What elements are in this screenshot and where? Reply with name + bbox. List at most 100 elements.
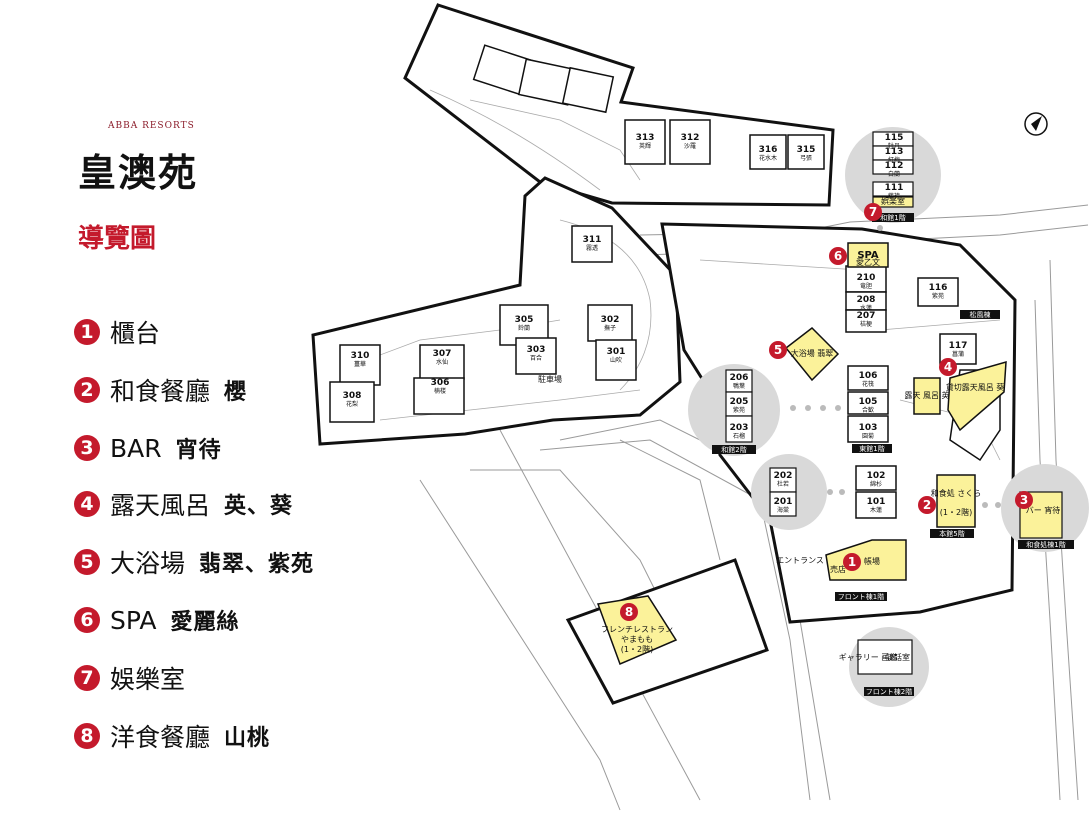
marker-6[interactable]: 6: [829, 247, 847, 265]
floor-tag-f2: 和館2階: [721, 445, 746, 454]
room-number[interactable]: 207: [857, 311, 876, 321]
room-number[interactable]: 206: [730, 373, 749, 383]
room-number[interactable]: 308: [343, 391, 362, 401]
page-title: 導覽圖: [78, 224, 157, 254]
french-building: [596, 595, 678, 666]
room-number[interactable]: 203: [730, 423, 749, 433]
lounge-label: 談話室: [886, 652, 910, 662]
room-name: 菖蒲: [952, 350, 964, 358]
french-sub-label: (1・2階): [621, 644, 653, 654]
legend-label: BAR: [110, 433, 162, 463]
room-number[interactable]: 313: [636, 133, 655, 143]
room-number[interactable]: 306: [431, 378, 450, 388]
legend-label: 洋食餐廳: [110, 723, 211, 752]
room-name: 紫苑: [932, 292, 944, 300]
svg-text:7: 7: [869, 205, 877, 219]
floor-tag-front1: フロント棟1階: [838, 592, 884, 601]
svg-text:4: 4: [944, 360, 952, 374]
room-number[interactable]: 101: [867, 497, 886, 507]
room-name: 百合: [530, 354, 542, 362]
room-name: 花筏: [862, 380, 874, 388]
room-number[interactable]: 303: [527, 345, 546, 355]
room-number[interactable]: 103: [859, 423, 878, 433]
floor-tag-f1: 和館1階: [880, 213, 905, 222]
legend-number-badge: 8: [74, 723, 100, 749]
room-number[interactable]: 116: [929, 283, 948, 293]
sakura-building: [936, 474, 976, 528]
room-name: 合歓: [862, 406, 874, 414]
spa-sub-label: 愛乙文: [856, 257, 880, 267]
spa-building: [847, 242, 889, 268]
room-name: 弓張: [800, 155, 812, 162]
room-name: 沙羅: [684, 143, 696, 150]
room-number[interactable]: 117: [949, 341, 968, 351]
marker-3[interactable]: 3: [1015, 491, 1033, 509]
legend-label: 露天風呂: [110, 491, 211, 520]
floor-tag-west: 本館5階: [939, 529, 964, 538]
room-name: 紅梅: [888, 156, 900, 164]
room-number[interactable]: 307: [433, 349, 452, 359]
shop-label: 売店: [830, 564, 846, 574]
front-label: 帳場: [864, 556, 880, 566]
room-name: 牡丹: [888, 142, 900, 150]
dotted-connectors: [790, 215, 1001, 508]
room-number[interactable]: 302: [601, 315, 620, 325]
room-number[interactable]: 202: [774, 471, 793, 481]
room-number[interactable]: 305: [515, 315, 534, 325]
room-name: 花梨: [346, 400, 358, 408]
room-number[interactable]: 205: [730, 397, 749, 407]
room-number[interactable]: 301: [607, 347, 626, 357]
openbath-2-label: 貸切露天風呂 葵: [946, 382, 1005, 392]
room-number[interactable]: 310: [351, 351, 370, 361]
room-number[interactable]: 102: [867, 471, 886, 481]
room-name: 水仙: [436, 358, 448, 366]
room-number[interactable]: 208: [857, 295, 876, 305]
room-name: 園菊: [862, 432, 874, 440]
legend-number-badge: 1: [74, 319, 100, 345]
marker-5[interactable]: 5: [769, 341, 787, 359]
room-number[interactable]: 201: [774, 497, 793, 507]
room-number[interactable]: 311: [583, 235, 602, 245]
room-number[interactable]: 312: [681, 133, 700, 143]
openbath-2: [947, 360, 1007, 432]
floor-tags: 和館1階 和館2階 フロント棟1階 フロント棟2階 和食処棟1階 東館1階 本館…: [712, 213, 1074, 696]
room-number[interactable]: 112: [885, 161, 904, 171]
room-number[interactable]: 113: [885, 147, 904, 157]
room-number[interactable]: 115: [885, 133, 904, 143]
room-name: 木蓮: [870, 506, 882, 514]
marker-7[interactable]: 7: [864, 203, 882, 221]
marker-2[interactable]: 2: [918, 496, 936, 514]
floor-tag-front2: フロント棟2階: [866, 687, 912, 696]
room-number[interactable]: 105: [859, 397, 878, 407]
room-name: 紫苑: [733, 406, 745, 414]
legend-label: 大浴場: [110, 549, 186, 578]
north-buildings: [329, 44, 825, 423]
room-number[interactable]: 210: [857, 273, 876, 283]
room-number[interactable]: 316: [759, 145, 778, 155]
marker-1[interactable]: 1: [843, 553, 861, 571]
map-markers[interactable]: 1 2 3 4 5 6 7 8: [620, 203, 1033, 621]
room-number[interactable]: 106: [859, 371, 878, 381]
room-name: 海棠: [777, 506, 789, 514]
zone-outlines: [311, 3, 1017, 705]
marker-8[interactable]: 8: [620, 603, 638, 621]
room-name: 水蓮: [860, 304, 872, 312]
entrance-label: エントランス: [776, 556, 824, 565]
room-number[interactable]: 315: [797, 145, 816, 155]
brand-subtitle: ABBA RESORTS: [108, 121, 195, 131]
marker-4[interactable]: 4: [939, 358, 957, 376]
room-number[interactable]: 111: [885, 183, 904, 193]
legend-facility-name: 宵待: [175, 437, 222, 463]
legend-number-badge: 5: [74, 549, 100, 575]
room-name: 鈴蘭: [518, 324, 530, 332]
